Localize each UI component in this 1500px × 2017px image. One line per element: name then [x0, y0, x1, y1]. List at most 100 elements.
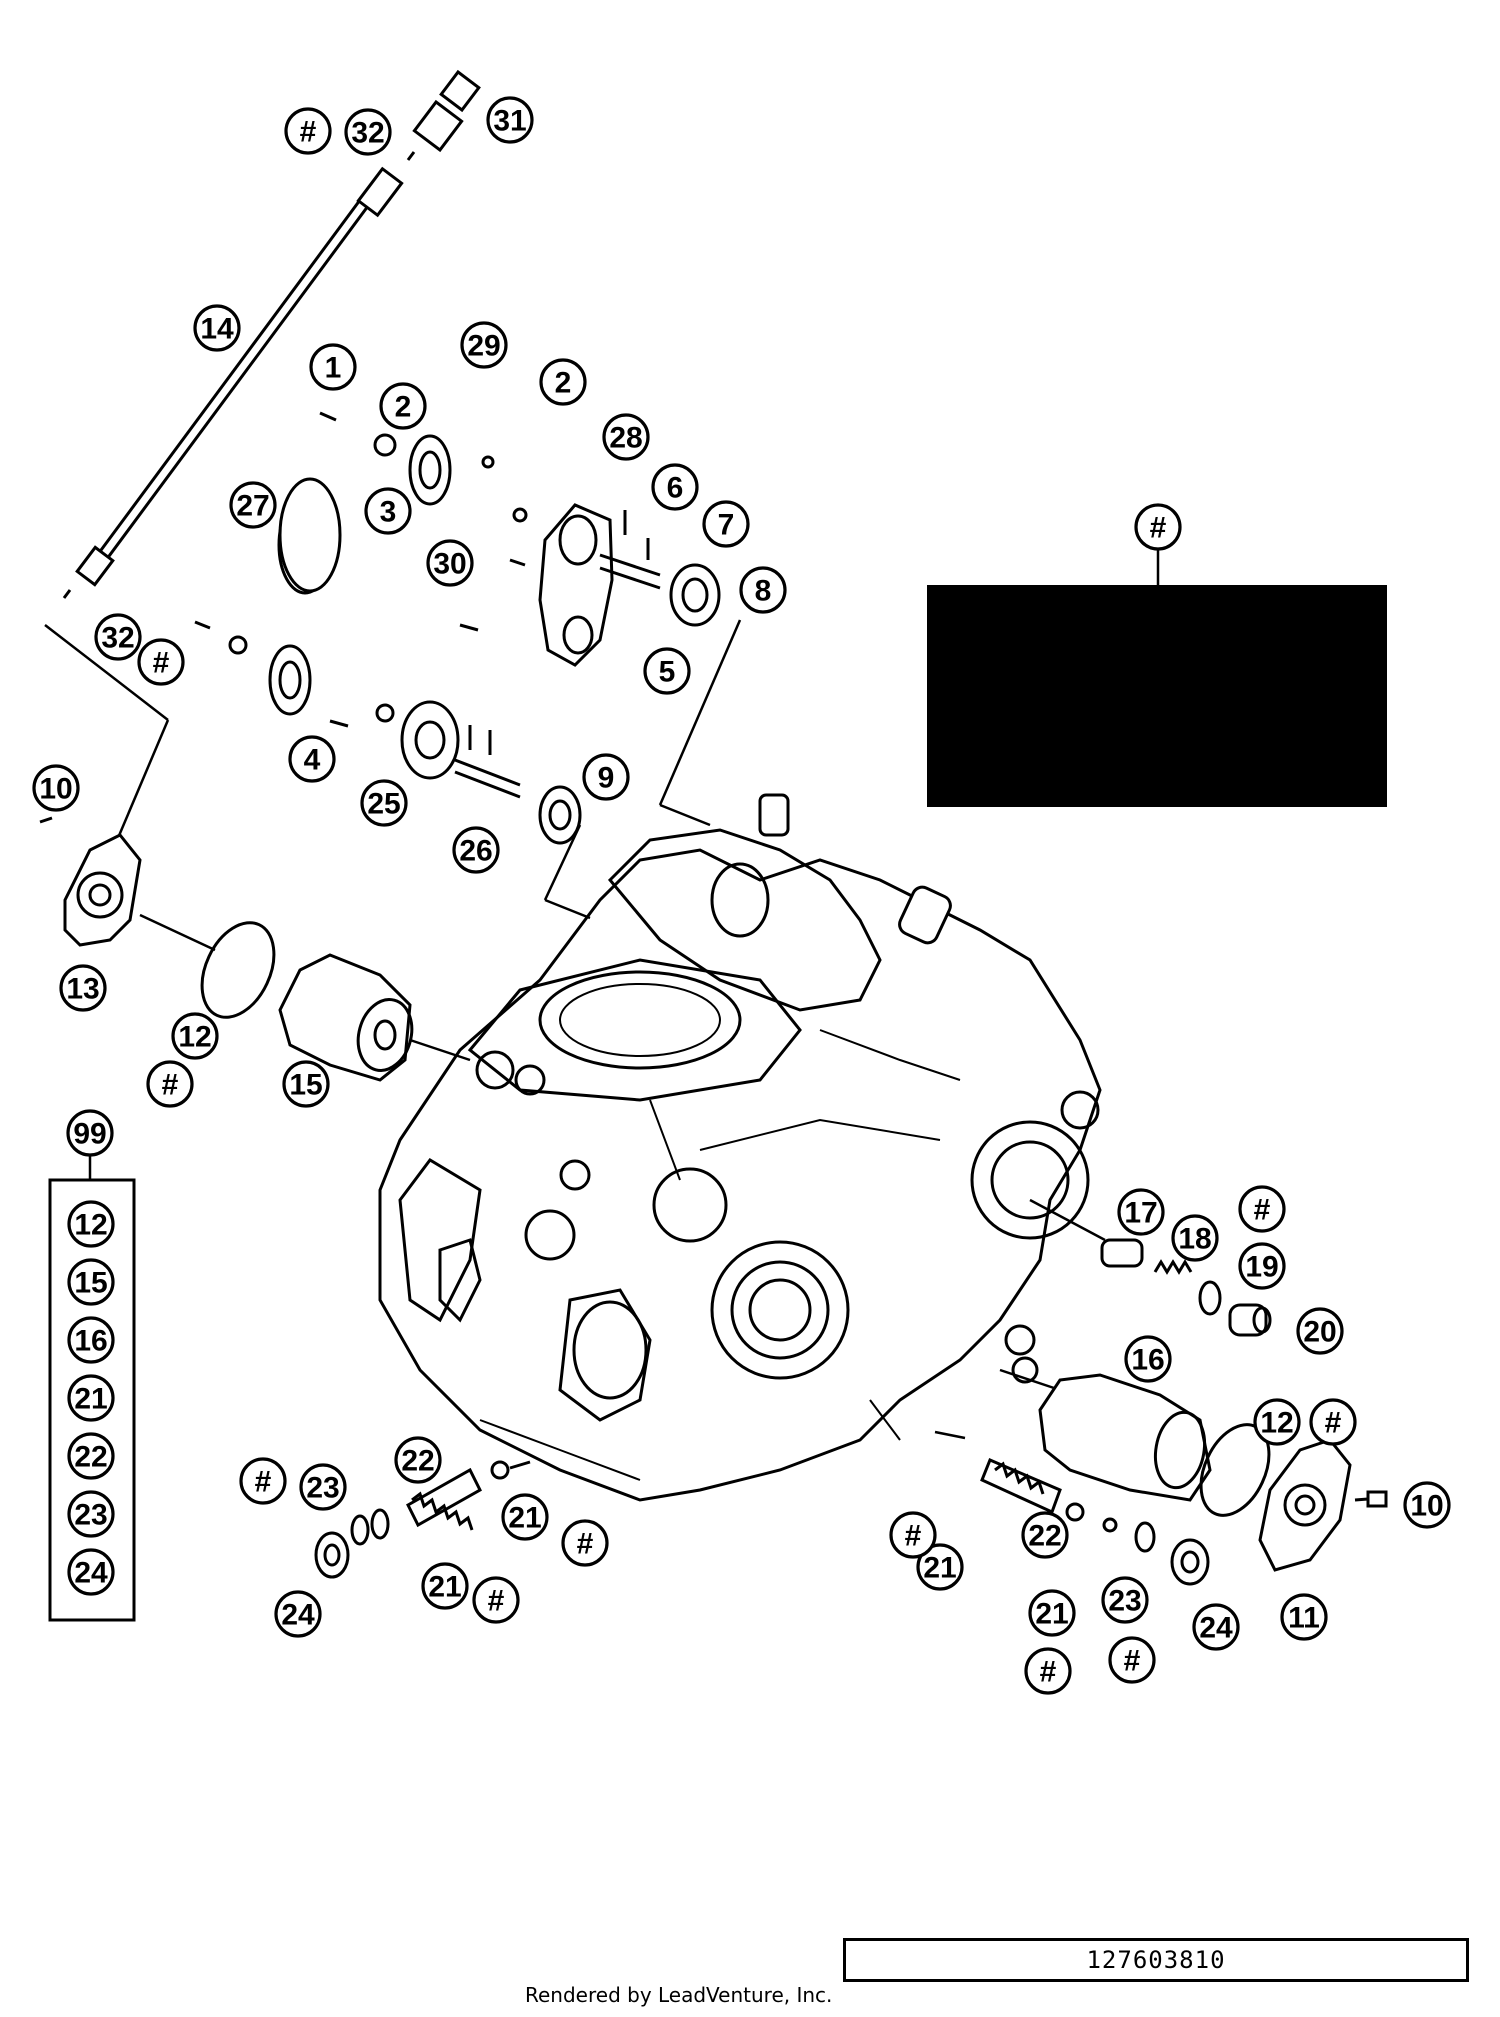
callout-label: #: [300, 116, 317, 149]
callout-label: 6: [667, 472, 684, 505]
callout-label: #: [905, 1520, 922, 1553]
callout-32: 32: [94, 613, 142, 661]
callout-label: 21: [508, 1502, 541, 1535]
callout-label: 2: [555, 367, 572, 400]
kit-item-22: 22: [67, 1432, 115, 1480]
kit-callout-layer: #99 12 15 16 21 22 23 24: [66, 503, 1182, 1596]
callout-10: 10: [1403, 1481, 1451, 1529]
callout-label: 16: [74, 1325, 107, 1358]
callout-label: 22: [74, 1441, 107, 1474]
callout-hash: #: [137, 638, 185, 686]
callout-label: 32: [351, 117, 384, 150]
callout-7: 7: [702, 500, 750, 548]
callout-label: 24: [281, 1599, 315, 1632]
callout-label: 99: [73, 1118, 106, 1151]
callout-label: 25: [367, 788, 400, 821]
callout-hash: #: [561, 1519, 609, 1567]
callout-label: #: [1040, 1656, 1057, 1689]
callout-label: 2: [395, 391, 412, 424]
callout-label: #: [1325, 1407, 1342, 1440]
callout-16: 16: [1124, 1335, 1172, 1383]
callout-24: 24: [274, 1590, 322, 1638]
callout-23: 23: [299, 1463, 347, 1511]
callout-label: 15: [289, 1069, 322, 1102]
callout-label: #: [577, 1528, 594, 1561]
callout-label: 21: [1035, 1598, 1068, 1631]
callout-label: 11: [1288, 1602, 1320, 1635]
callout-25: 25: [360, 779, 408, 827]
callout-redacted-block: #: [1134, 503, 1182, 551]
callout-hash: #: [889, 1511, 937, 1559]
callout-label: #: [1150, 512, 1167, 545]
callout-label: #: [1254, 1194, 1271, 1227]
callout-label: 8: [755, 575, 772, 608]
callout-22: 22: [394, 1436, 442, 1484]
callout-label: 26: [459, 835, 492, 868]
callout-2: 2: [379, 382, 427, 430]
callout-label: 4: [304, 744, 321, 777]
callout-label: 24: [1199, 1612, 1233, 1645]
callout-label: #: [153, 647, 170, 680]
callout-label: 22: [401, 1445, 434, 1478]
right-filter-assembly: [999, 1368, 1388, 1572]
sensor-rod-assembly: [62, 69, 481, 599]
left-filter-assembly: [39, 624, 471, 1082]
callout-label: 12: [178, 1021, 211, 1054]
callout-8: 8: [739, 566, 787, 614]
callout-26: 26: [452, 826, 500, 874]
callout-label: 15: [74, 1267, 107, 1300]
callout-label: 29: [467, 330, 500, 363]
callout-2: 2: [539, 358, 587, 406]
render-credit: Rendered by LeadVenture, Inc.: [525, 1983, 833, 2007]
callout-3: 3: [364, 487, 412, 535]
kit-item-16: 16: [67, 1316, 115, 1364]
kit-item-24: 24: [67, 1548, 115, 1596]
callout-19: 19: [1238, 1242, 1286, 1290]
callout-label: 14: [200, 313, 234, 346]
callout-30: 30: [426, 539, 474, 587]
callout-label: #: [255, 1466, 272, 1499]
callout-9: 9: [582, 753, 630, 801]
callout-hash: #: [239, 1457, 287, 1505]
callout-13: 13: [59, 964, 107, 1012]
callout-label: 12: [74, 1209, 107, 1242]
reference-number: 127603810: [1086, 1946, 1226, 1974]
callout-label: 19: [1245, 1251, 1278, 1284]
callout-23: 23: [1101, 1576, 1149, 1624]
callout-15: 15: [282, 1060, 330, 1108]
relief-valve-assembly: [1029, 1198, 1272, 1337]
callout-1: 1: [309, 343, 357, 391]
callout-label: 13: [66, 973, 99, 1006]
callout-label: 23: [1108, 1585, 1141, 1618]
callout-21: 21: [501, 1493, 549, 1541]
callout-hash: #: [472, 1576, 520, 1624]
callout-5: 5: [643, 647, 691, 695]
reference-number-box: 127603810: [843, 1938, 1469, 1982]
callout-label: 21: [428, 1571, 461, 1604]
callout-18: 18: [1171, 1214, 1219, 1262]
callout-21: 21: [421, 1562, 469, 1610]
callout-27: 27: [229, 481, 277, 529]
callout-11: 11: [1280, 1593, 1328, 1641]
callout-label: 16: [1131, 1344, 1164, 1377]
callout-21: 21: [1028, 1589, 1076, 1637]
callout-label: 31: [493, 105, 526, 138]
callout-24: 24: [1192, 1603, 1240, 1651]
left-plug-stack: [314, 1460, 531, 1579]
callout-label: 10: [39, 773, 72, 806]
callout-29: 29: [460, 321, 508, 369]
callout-10: 10: [32, 764, 80, 812]
callout-hash: #: [1108, 1636, 1156, 1684]
callout-label: 18: [1178, 1223, 1211, 1256]
callout-hash: #: [1238, 1185, 1286, 1233]
callout-label: 3: [380, 496, 397, 529]
callout-31: 31: [486, 96, 534, 144]
kit-item-23: 23: [67, 1490, 115, 1538]
callout-hash: #: [284, 107, 332, 155]
callout-28: 28: [602, 413, 650, 461]
callout-hash: #: [1024, 1647, 1072, 1695]
callout-label: 9: [598, 762, 615, 795]
callout-label: 27: [236, 490, 269, 523]
